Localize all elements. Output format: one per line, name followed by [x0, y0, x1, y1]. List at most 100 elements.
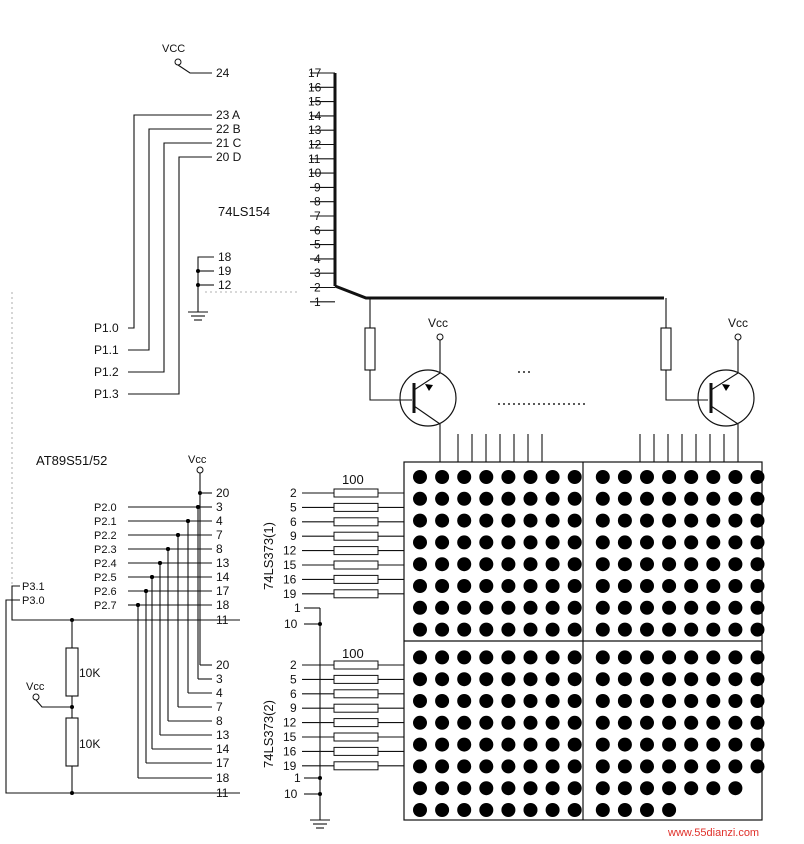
led-dot	[750, 715, 765, 730]
led-dot	[435, 672, 450, 687]
led-dot	[457, 715, 472, 730]
led-dot	[750, 759, 765, 774]
latch-out-pin-label: 2	[290, 486, 297, 500]
led-dot	[750, 535, 765, 550]
led-dot	[706, 694, 721, 708]
row-resistor	[333, 660, 379, 670]
led-dot	[567, 557, 582, 572]
led-dot	[662, 470, 677, 484]
led-dot	[750, 737, 765, 752]
latch-out-pin-label: 9	[290, 529, 297, 543]
led-dot	[640, 803, 654, 817]
led-dot	[435, 694, 450, 708]
led-dot	[479, 600, 494, 615]
led-dot	[457, 694, 472, 708]
led-dot	[501, 535, 516, 550]
latch-out-pin-label: 15	[283, 558, 297, 572]
right-transistor-driver: Vcc	[660, 298, 755, 462]
pin-24-label: 24	[216, 66, 230, 80]
led-dot	[501, 557, 516, 572]
decoder-address-inputs: 23 A 22 B 21 C 20 D	[128, 108, 242, 395]
led-dot	[435, 781, 450, 796]
led-dot	[523, 715, 538, 730]
led-dot	[413, 622, 427, 637]
mcu-port3-divider: P3.1 P3.0 10K 10K Vcc	[5, 581, 240, 795]
row-resistor	[333, 718, 379, 728]
vcc-divider-label: Vcc	[26, 681, 45, 693]
led-dot	[501, 650, 516, 665]
led-dot	[640, 672, 654, 687]
led-dot	[728, 491, 743, 506]
led-dot	[617, 491, 632, 506]
led-dot	[617, 781, 632, 796]
led-dot	[595, 672, 610, 687]
latch1-pin-label: 3	[216, 500, 223, 514]
left-transistor-driver: Vcc	[364, 298, 457, 462]
led-dot	[684, 672, 699, 687]
led-dot	[728, 622, 743, 637]
led-dot	[750, 650, 765, 665]
led-dot	[595, 781, 610, 796]
led-dot	[523, 557, 538, 572]
led-dot	[706, 579, 721, 593]
led-dot	[706, 781, 721, 796]
led-dot	[706, 737, 721, 752]
r-divider-1-label: 10K	[79, 666, 100, 680]
p2-label: P2.7	[94, 600, 117, 612]
led-dot	[567, 781, 582, 796]
led-dot	[595, 737, 610, 752]
p2-latch1-junction	[176, 533, 180, 537]
led-dot	[640, 600, 654, 615]
led-dot	[728, 781, 743, 796]
led-dot	[728, 557, 743, 572]
led-dot	[523, 513, 538, 528]
led-dot	[684, 781, 699, 796]
led-dot	[706, 470, 721, 484]
led-dot	[545, 535, 560, 550]
led-dot	[523, 535, 538, 550]
led-dot	[750, 491, 765, 506]
led-dot	[662, 715, 677, 730]
led-dot	[545, 803, 560, 817]
row-resistor	[333, 703, 379, 713]
led-dot	[413, 650, 427, 665]
led-dot	[413, 600, 427, 615]
led-dot	[617, 650, 632, 665]
led-dot	[457, 781, 472, 796]
led-dot	[728, 650, 743, 665]
latch2-pin-label: 18	[216, 771, 230, 785]
led-dot	[728, 470, 743, 484]
led-dot	[750, 470, 765, 484]
led-dot	[662, 759, 677, 774]
pin-12-label: 12	[218, 278, 232, 292]
led-dot	[567, 803, 582, 817]
led-dot	[640, 650, 654, 665]
led-dot	[457, 535, 472, 550]
led-dot	[617, 672, 632, 687]
led-dot	[413, 672, 427, 687]
chip-74ls154-label: 74LS154	[218, 204, 270, 219]
led-dot	[479, 694, 494, 708]
led-dot	[545, 737, 560, 752]
led-dot	[435, 535, 450, 550]
led-dot	[545, 781, 560, 796]
led-dot	[728, 513, 743, 528]
led-dot	[457, 672, 472, 687]
p3-1-label: P3.1	[22, 581, 45, 593]
led-dot	[684, 535, 699, 550]
resistor-100-label-2: 100	[342, 646, 364, 661]
led-dot	[523, 781, 538, 796]
oe2-pin10-label: 10	[284, 787, 298, 801]
led-dot	[567, 470, 582, 484]
led-dot	[435, 759, 450, 774]
led-dot	[617, 759, 632, 774]
led-dot	[662, 622, 677, 637]
led-dot	[479, 803, 494, 817]
pin-23a-label: 23 A	[216, 108, 240, 122]
latch1-pin-label: 18	[216, 598, 230, 612]
led-dot	[523, 600, 538, 615]
latch2-pin-label: 8	[216, 714, 223, 728]
led-dot	[617, 535, 632, 550]
led-dot	[523, 470, 538, 484]
p2-label: P2.1	[94, 516, 117, 528]
